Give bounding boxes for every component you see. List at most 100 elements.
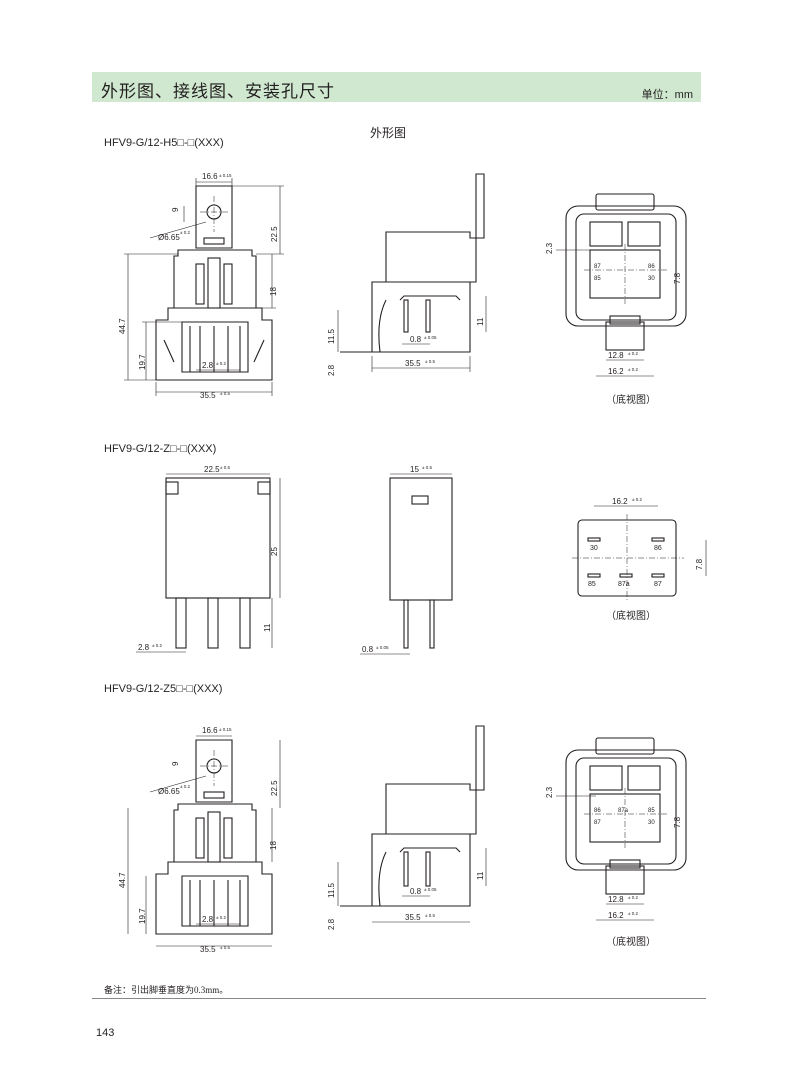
dimension-label: ± 0.2 [628,895,638,900]
dimension-label: 15 [410,465,419,474]
dimension-label: ± 0.5 [422,465,432,470]
dimension-label: 11 [476,871,485,880]
dimension-label: 7.8 [673,816,682,828]
dimension-label: 11.5 [327,328,336,344]
section-header-bar: 外形图、接线图、安装孔尺寸 单位：mm [92,72,701,102]
dimension-label: 2.3 [545,242,554,254]
dimension-label: ± 0.05 [424,335,437,340]
dimension-label: 19.7 [138,908,147,924]
dimension-label: ± 0.2 [180,230,190,235]
dimension-label: 87a [618,808,629,814]
dimension-label: ± 0.05 [424,887,437,892]
dimension-label: ± 0.2 [628,351,638,356]
dimension-label: 85 [588,581,596,588]
dimension-label: ± 0.2 [216,915,226,920]
dimension-label: 12.8 [608,895,624,904]
dimension-label: 18 [269,841,278,850]
dimension-label: 7.8 [695,558,704,570]
dim-base-height: 19.7 [138,354,147,370]
dim-hole-dia: Ø6.65 [158,233,180,242]
dimension-label: 22.5 [204,465,220,474]
dimension-label: 25 [270,547,279,556]
dim-bracket-height: 22.5 [270,226,279,242]
dimension-label: 86 [594,808,601,814]
dimension-label: 85 [648,808,655,814]
dimension-label: 11 [263,623,272,632]
footer-rule [92,998,706,999]
dim-pin-pitch: 2.8 [202,361,214,370]
dimension-label: 16.6 [202,726,218,735]
dimension-label: 30 [648,276,655,282]
dimension-label: 11 [476,317,485,326]
dimension-label: ± 0.5 [220,945,230,950]
dim-total-height: 44.7 [118,318,127,334]
bottom-view-caption-3: （底视图） [606,937,656,948]
dimension-label: 2.3 [545,786,554,798]
page-number: 143 [96,1027,115,1039]
dimension-label: 30 [590,545,598,552]
dimension-label: 0.8 [362,645,374,654]
dimension-label: ± 0.2 [628,367,638,372]
dimension-label: ± 0.2 [628,911,638,916]
dimension-label: 87 [594,820,601,826]
section-header-title: 外形图、接线图、安装孔尺寸 [101,82,335,101]
dimension-label: ± 0.5 [220,391,230,396]
model-label-z5: HFV9-G/12-Z5□-□(XXX) [104,683,223,695]
front-view-h5: 16.6 ± 0.15 35.5 ± 0.5 2.8 ± 0.2 Ø6.65 ±… [118,172,284,400]
dimension-label: ± 0.15 [219,727,232,732]
dimension-label: ± 0.5 [425,359,435,364]
model-label-z: HFV9-G/12-Z□-□(XXX) [104,443,217,455]
dimension-label: 86 [648,264,655,270]
dim-hole-pos: 9 [171,207,180,212]
dim-tol: ± 0.15 [219,173,232,178]
side-view-z5: 35.5 ± 0.5 0.8 ± 0.05 11.5 2.8 11 [327,725,487,930]
dimension-label: 16.2 [608,911,624,920]
dimension-label: 2.8 [327,364,336,376]
dimension-label: 9 [171,761,180,766]
dimension-label: 2.8 [202,915,214,924]
dimension-label: 16.2 [612,497,628,506]
dim-base-width: 35.5 [200,391,216,400]
outline-drawing-title: 外形图 [370,126,407,140]
side-view-h5: 35.5 ± 0.5 0.8 ± 0.05 11.5 2.8 11 [327,173,487,376]
dimension-label: Ø6.65 [158,787,180,796]
dimension-label: ± 0.05 [376,645,389,650]
front-view-z5: 16.6 ± 0.15 35.5 ± 0.5 2.8 ± 0.2 Ø6.65 ±… [118,726,281,954]
side-width: 35.5 [405,359,421,368]
dimension-label: 2.8 [138,643,150,652]
dimension-label: 22.5 [270,780,279,796]
dimension-label: 35.5 [200,945,216,954]
dimension-label: 44.7 [118,872,127,888]
dimension-label: ± 0.2 [152,643,162,648]
dimension-label: 12.8 [608,351,624,360]
dimension-label: 85 [594,276,601,282]
front-view-z: 22.5 ± 0.5 25 11 2.8 ± 0.2 [136,465,281,653]
dimension-label: 87a [618,581,630,588]
dimension-label: 16.2 [608,367,624,376]
dimension-label: ± 0.2 [216,361,226,366]
dimension-label: 2.8 [327,918,336,930]
dimension-label: ± 0.5 [425,913,435,918]
dimension-label: 30 [648,820,655,826]
dimension-label: 7.8 [673,272,682,284]
dim-width-top: 16.6 [202,172,218,181]
dim-body-height: 18 [269,287,278,296]
footnote: 备注：引出脚垂直度为0.3mm。 [104,985,229,995]
dimension-label: 0.8 [410,887,422,896]
model-label-h5: HFV9-G/12-H5□-□(XXX) [104,137,224,149]
bottom-view-caption-1: （底视图） [606,395,656,406]
dimension-label: ± 0.5 [220,465,230,470]
dimension-label: ± 0.2 [180,784,190,789]
bottom-view-caption-2: （底视图） [606,611,656,622]
dimension-label: ± 0.2 [632,497,642,502]
dimension-label: 86 [654,545,662,552]
side-view-z: 15 ± 0.5 0.8 ± 0.05 [360,465,453,655]
side-pin-thickness: 0.8 [410,335,422,344]
dimension-label: 87 [594,264,601,270]
bottom-view-h5: 12.8 ± 0.2 16.2 ± 0.2 7.8 2.3 87 85 86 3… [545,193,687,377]
dimension-label: 35.5 [405,913,421,922]
bottom-view-z: 16.2 ± 0.2 7.8 30 86 85 87a 87 [572,497,707,602]
bottom-view-z5: 12.8 ± 0.2 16.2 ± 0.2 7.8 2.3 86 87a 85 … [545,737,687,921]
dimension-label: 11.5 [327,882,336,898]
